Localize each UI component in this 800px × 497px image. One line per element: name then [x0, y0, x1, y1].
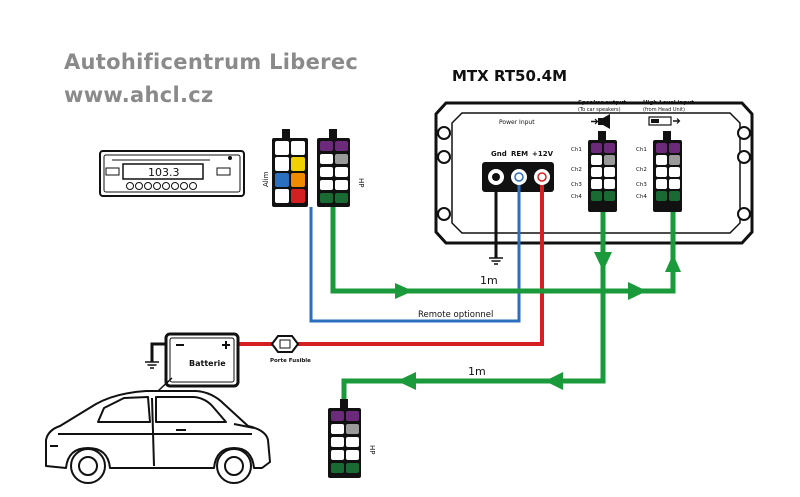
battery: Batterie: [145, 332, 240, 388]
fuse-label: Porte Fusible: [270, 358, 311, 364]
arrow-right-icon: [395, 283, 413, 299]
ch-label-out-1: Ch1: [571, 147, 582, 153]
mount-hole: [737, 150, 751, 164]
head-unit: 103.3: [99, 150, 245, 197]
ch-label-in-4: Ch4: [636, 194, 647, 200]
hp-connector-speakers: [328, 399, 361, 478]
upper-wire-length: 1m: [480, 274, 498, 287]
amplifier-model: MTX RT50.4M: [452, 67, 567, 85]
arrow-left-icon: [397, 372, 416, 390]
battery-label: Batterie: [189, 359, 226, 368]
mount-hole: [737, 126, 751, 140]
ch-label-in-2: Ch2: [636, 167, 647, 173]
ch-label-in-1: Ch1: [636, 147, 647, 153]
remote-wire: [309, 185, 521, 323]
power-input-label: Power Input: [499, 119, 535, 126]
speaker-output-sub: (To car speakers): [578, 107, 621, 113]
arrow-right-icon: [628, 282, 647, 300]
output-signal-wire: [341, 212, 606, 408]
speaker-output-connector: [588, 131, 617, 212]
arrow-up-icon: [665, 254, 681, 272]
mount-hole: [437, 207, 451, 221]
high-level-input-label: High Level input: [643, 100, 694, 106]
brand-url: www.ahcl.cz: [64, 83, 214, 107]
terminal-label-rem: REM: [511, 150, 528, 158]
ch-label-out-4: Ch4: [571, 194, 582, 200]
arrow-left-icon: [545, 372, 563, 390]
arrow-down-icon: [594, 252, 612, 271]
input-signal-wire: [330, 207, 676, 294]
radio-display: [122, 163, 204, 180]
high-level-input-sub: (from Head Unit): [643, 107, 685, 113]
alim-label: Alim: [262, 171, 270, 187]
battery-ground-wire: [150, 342, 170, 362]
car-illustration: [45, 377, 271, 484]
power-wire: [296, 185, 544, 346]
speaker-output-label: Speaker output: [578, 100, 626, 106]
speaker-icon: [591, 114, 610, 129]
mount-hole: [437, 126, 451, 140]
lower-wire-length: 1m: [468, 365, 486, 378]
terminal-label-gnd: Gnd: [491, 150, 507, 158]
alim-connector: [272, 129, 308, 207]
radio-display-text: 103.3: [148, 166, 180, 179]
remote-optional-label: Remote optionnel: [418, 310, 493, 320]
hp-label-speakers: HP: [368, 445, 376, 455]
mount-hole: [437, 150, 451, 164]
head-unit-icon: [648, 116, 681, 126]
ch-label-in-3: Ch3: [636, 182, 647, 188]
brand-name: Autohificentrum Liberec: [64, 50, 359, 74]
ground-symbol: [145, 361, 159, 369]
ground-symbol: [489, 257, 503, 265]
mount-hole: [737, 207, 751, 221]
fuse-holder: [270, 335, 300, 353]
wires: [238, 185, 676, 408]
preset-buttons: [126, 182, 197, 190]
terminal-label-12v: +12V: [532, 150, 554, 158]
hp-connector-head-unit: [317, 129, 350, 207]
high-level-input-connector: [653, 131, 682, 212]
ch-label-out-3: Ch3: [571, 182, 582, 188]
wire-arrows: [395, 252, 681, 390]
amplifier: MTX RT50.4M Power Input Gnd REM +12V Spe…: [434, 67, 754, 245]
ch-label-out-2: Ch2: [571, 167, 582, 173]
hp-label-head-unit: HP: [357, 178, 365, 188]
